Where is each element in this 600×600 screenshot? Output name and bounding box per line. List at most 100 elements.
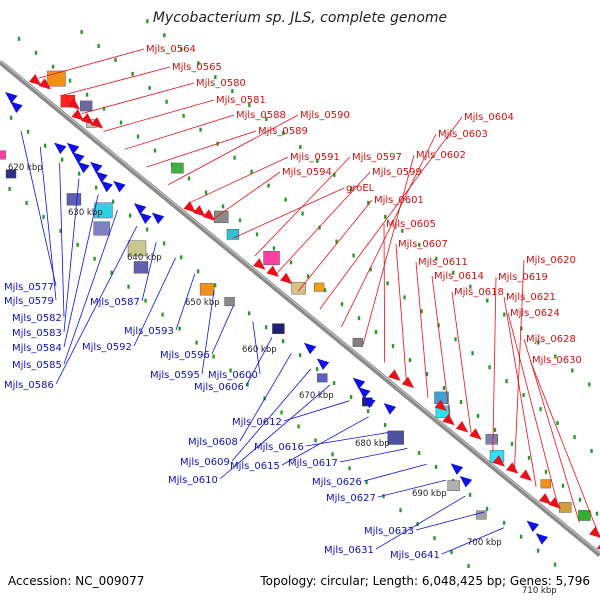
gene-block-9 bbox=[313, 282, 325, 292]
guide-dash bbox=[333, 172, 336, 177]
guide-dash bbox=[111, 199, 115, 204]
guide-dash bbox=[459, 399, 463, 404]
guide-dash bbox=[146, 19, 149, 24]
guide-dash bbox=[229, 368, 232, 373]
gene-label-Mjls_0615: Mjls_0615 bbox=[230, 461, 280, 472]
guide-dash bbox=[369, 267, 372, 272]
forward-gene-arrow-17 bbox=[469, 428, 482, 440]
guide-dash bbox=[102, 106, 106, 111]
gene-label-Mjls_0606: Mjls_0606 bbox=[194, 382, 244, 393]
guide-dash bbox=[25, 200, 28, 205]
guide-dash bbox=[180, 47, 183, 52]
forward-gene-arrow-7 bbox=[193, 205, 206, 217]
guide-dash bbox=[214, 75, 217, 80]
leader-line-Mjls_0579 bbox=[39, 146, 57, 301]
reverse-gene-arrow-11 bbox=[139, 212, 152, 224]
guide-dash bbox=[250, 169, 253, 174]
guide-dash bbox=[418, 242, 421, 247]
guide-dash bbox=[510, 441, 514, 446]
guide-dash bbox=[476, 413, 480, 418]
guide-dash bbox=[469, 284, 472, 289]
guide-dash bbox=[573, 435, 576, 440]
guide-dash bbox=[60, 157, 64, 162]
guide-dash bbox=[267, 183, 270, 188]
guide-dash bbox=[382, 494, 385, 499]
gene-label-Mjls_0583: Mjls_0583 bbox=[12, 328, 62, 339]
gene-label-Mjls_0591: Mjls_0591 bbox=[290, 152, 340, 163]
forward-gene-arrow-24 bbox=[596, 544, 600, 550]
gene-block-20 bbox=[93, 221, 110, 236]
guide-dash bbox=[127, 284, 130, 289]
leader-line-Mjls_0611 bbox=[415, 261, 429, 399]
leader-line-Mjls_0631 bbox=[375, 495, 466, 550]
leader-line-Mjls_0604 bbox=[319, 116, 463, 310]
guide-dash bbox=[314, 438, 317, 443]
guide-dash bbox=[153, 148, 157, 153]
gene-label-Mjls_0630: Mjls_0630 bbox=[532, 355, 582, 366]
leader-line-Mjls_0628 bbox=[523, 338, 580, 523]
gene-block-32 bbox=[5, 169, 17, 179]
gene-block-5 bbox=[214, 210, 229, 224]
leader-line-Mjls_0612 bbox=[283, 400, 350, 422]
gene-label-Mjls_0603: Mjls_0603 bbox=[438, 129, 488, 140]
gene-label-Mjls_0604: Mjls_0604 bbox=[464, 112, 514, 123]
reverse-gene-arrow-10 bbox=[133, 203, 147, 215]
guide-dash bbox=[97, 43, 100, 48]
guide-dash bbox=[233, 155, 236, 160]
guide-dash bbox=[450, 550, 453, 555]
guide-dash bbox=[265, 117, 268, 122]
forward-gene-arrow-0 bbox=[28, 74, 42, 86]
guide-dash bbox=[503, 312, 506, 317]
guide-dash bbox=[433, 536, 436, 541]
gene-block-16 bbox=[558, 502, 572, 513]
guide-dash bbox=[238, 218, 242, 223]
gene-block-15 bbox=[540, 479, 552, 489]
reverse-gene-arrow-18 bbox=[383, 403, 397, 415]
guide-dash bbox=[187, 176, 191, 181]
guide-dash bbox=[367, 200, 370, 205]
reverse-gene-arrow-4 bbox=[72, 152, 85, 164]
guide-dash bbox=[571, 368, 574, 373]
leader-line-Mjls_0589 bbox=[146, 130, 257, 168]
guide-dash bbox=[493, 427, 497, 432]
guide-dash bbox=[182, 113, 185, 118]
reverse-gene-arrow-2 bbox=[54, 142, 67, 155]
guide-dash bbox=[212, 354, 215, 359]
gene-label-Mjls_0618: Mjls_0618 bbox=[454, 287, 504, 298]
leader-line-Mjls_0621 bbox=[503, 296, 537, 488]
guide-dash bbox=[401, 228, 404, 233]
guide-dash bbox=[94, 185, 98, 190]
forward-gene-arrow-23 bbox=[589, 526, 600, 538]
gene-label-Mjls_0577: Mjls_0577 bbox=[4, 282, 54, 293]
leader-line-Mjls_0627 bbox=[377, 479, 447, 498]
reverse-gene-arrow-21 bbox=[526, 520, 540, 533]
guide-dash bbox=[488, 365, 491, 370]
forward-gene-arrow-9 bbox=[253, 258, 266, 270]
leader-line-Mjls_0587 bbox=[141, 242, 157, 302]
guide-dash bbox=[383, 423, 387, 428]
guide-dash bbox=[289, 260, 293, 265]
guide-dash bbox=[554, 354, 557, 359]
guide-dash bbox=[519, 534, 523, 539]
gene-label-Mjls_0633: Mjls_0633 bbox=[364, 526, 414, 537]
gene-block-13 bbox=[485, 433, 498, 445]
forward-gene-arrow-16 bbox=[455, 421, 469, 433]
guide-dash bbox=[136, 134, 140, 139]
gene-label-Mjls_0609: Mjls_0609 bbox=[180, 457, 230, 468]
guide-dash bbox=[299, 144, 302, 149]
guide-dash bbox=[281, 339, 285, 344]
forward-gene-arrow-5 bbox=[90, 117, 104, 129]
guide-dash bbox=[282, 131, 285, 136]
guide-dash bbox=[145, 227, 149, 232]
guide-dash bbox=[221, 204, 225, 209]
guide-dash bbox=[128, 213, 132, 218]
guide-dash bbox=[486, 298, 489, 303]
gene-block-8 bbox=[291, 282, 306, 295]
forward-gene-arrow-2 bbox=[67, 98, 80, 110]
guide-dash bbox=[520, 326, 523, 331]
forward-gene-arrow-3 bbox=[71, 109, 84, 121]
leader-line-Mjls_0565 bbox=[60, 66, 171, 97]
guide-dash bbox=[471, 351, 474, 356]
guide-dash bbox=[435, 256, 438, 261]
